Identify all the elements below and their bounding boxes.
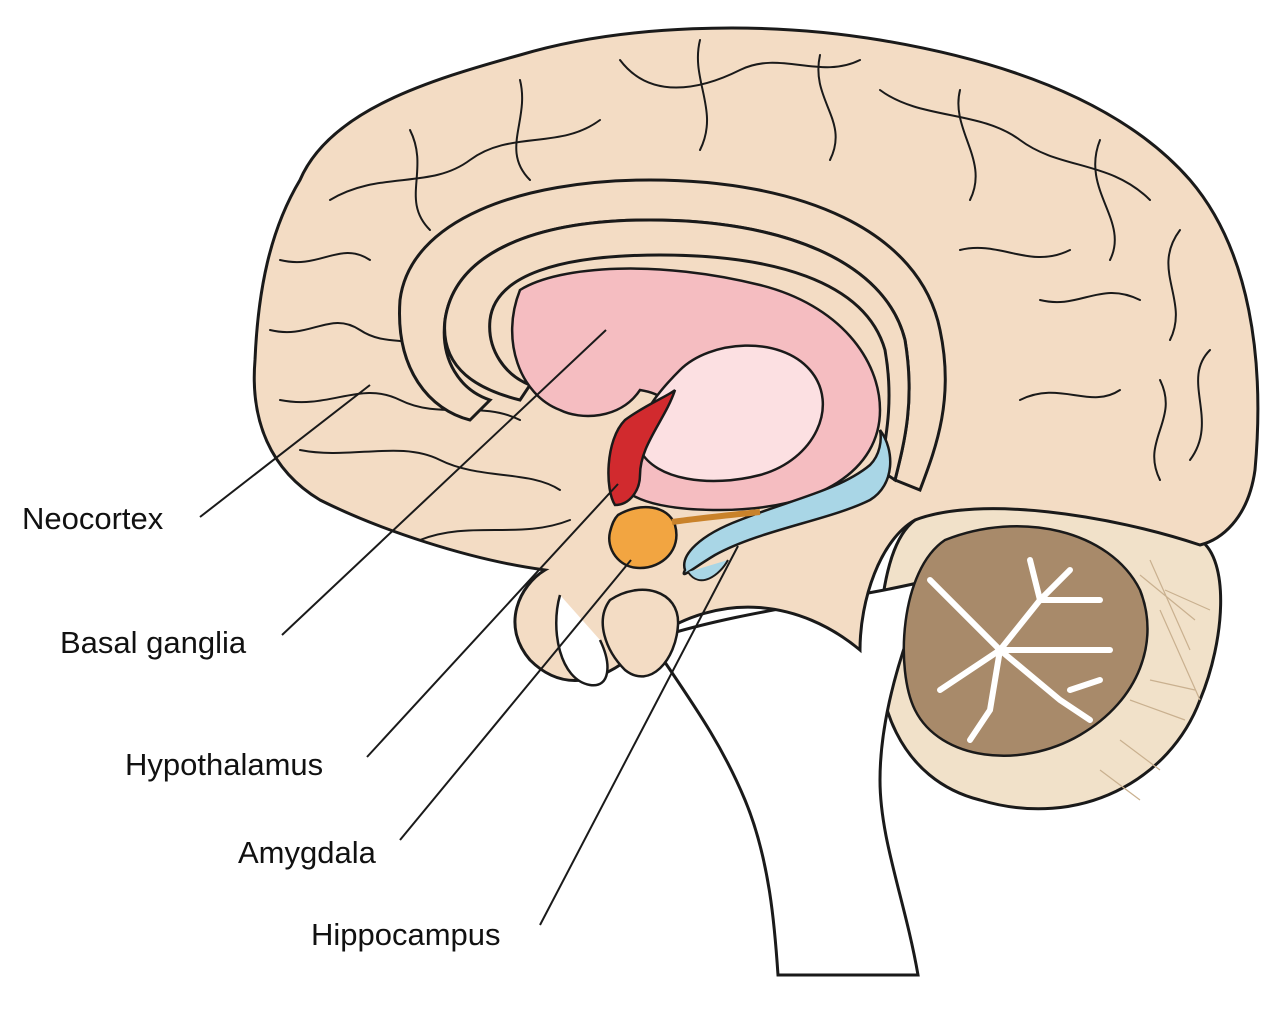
label-neocortex: Neocortex xyxy=(22,501,164,536)
hypothalamus-region xyxy=(607,389,677,507)
neocortex-leader xyxy=(199,384,371,518)
hippocampus-tail xyxy=(687,559,729,582)
gyri-lines xyxy=(269,39,1211,541)
label-basal-ganglia: Basal ganglia xyxy=(60,625,247,660)
amygdala-band xyxy=(671,509,761,525)
amygdala-region xyxy=(607,505,678,570)
label-hypothalamus: Hypothalamus xyxy=(125,747,324,782)
basal-ganglia-leader xyxy=(281,329,607,636)
label-hippocampus: Hippocampus xyxy=(311,917,501,952)
brainstem xyxy=(647,577,933,977)
label-amygdala: Amygdala xyxy=(238,835,376,870)
hippocampus-leader xyxy=(539,545,739,926)
arbor-vitae xyxy=(927,557,1113,743)
hippocampus-region xyxy=(682,429,892,576)
amygdala-leader xyxy=(399,559,632,841)
cerebellum-striations xyxy=(1099,559,1211,801)
pituitary-outline xyxy=(555,594,609,687)
corpus-callosum xyxy=(443,218,911,483)
cerebellum-core xyxy=(902,524,1149,757)
pons-region xyxy=(601,588,680,678)
hypothalamus-leader xyxy=(366,483,619,758)
